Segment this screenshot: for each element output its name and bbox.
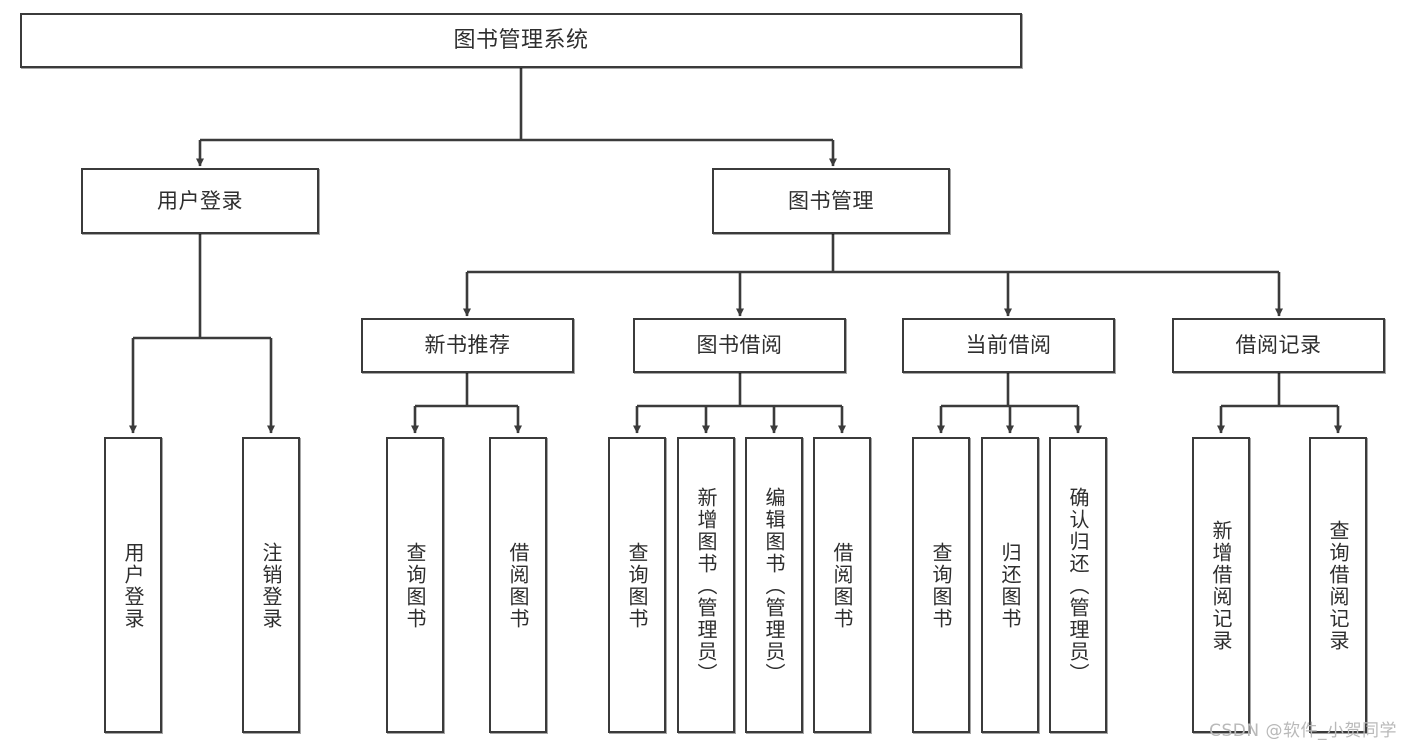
node-leaf-query-book-1[interactable]: 查询图书 [386, 437, 444, 733]
node-leaf-borrow-book-2-label: 借阅图书 [830, 542, 854, 630]
node-new-book-recommend-label: 新书推荐 [424, 333, 511, 358]
node-leaf-query-book-3-label: 查询图书 [929, 542, 953, 630]
node-leaf-edit-book-label: 编辑图书（管理员） [762, 487, 786, 685]
node-leaf-query-book-1-label: 查询图书 [403, 542, 427, 630]
node-leaf-logout-login-label: 注销登录 [259, 542, 283, 630]
node-user-login-label: 用户登录 [157, 188, 243, 213]
node-new-book-recommend[interactable]: 新书推荐 [361, 318, 574, 373]
node-current-borrow-label: 当前借阅 [965, 333, 1052, 358]
node-leaf-confirm-return[interactable]: 确认归还（管理员） [1049, 437, 1107, 733]
node-book-manage[interactable]: 图书管理 [712, 168, 950, 234]
node-leaf-return-book-label: 归还图书 [998, 542, 1022, 630]
node-root[interactable]: 图书管理系统 [20, 13, 1022, 68]
node-leaf-add-record-label: 新增借阅记录 [1209, 520, 1233, 652]
node-leaf-query-book-3[interactable]: 查询图书 [912, 437, 970, 733]
node-book-borrow-label: 图书借阅 [696, 333, 783, 358]
node-book-manage-label: 图书管理 [788, 188, 874, 213]
watermark-text: CSDN @软件_小贺同学 [1209, 721, 1397, 741]
node-book-borrow[interactable]: 图书借阅 [633, 318, 846, 373]
node-leaf-logout-login[interactable]: 注销登录 [242, 437, 300, 733]
node-leaf-borrow-book-1-label: 借阅图书 [506, 542, 530, 630]
node-borrow-record[interactable]: 借阅记录 [1172, 318, 1385, 373]
node-leaf-return-book[interactable]: 归还图书 [981, 437, 1039, 733]
node-leaf-query-record-label: 查询借阅记录 [1326, 520, 1350, 652]
node-leaf-user-login[interactable]: 用户登录 [104, 437, 162, 733]
node-leaf-add-book-label: 新增图书（管理员） [694, 487, 718, 685]
node-leaf-confirm-return-label: 确认归还（管理员） [1066, 487, 1090, 685]
node-leaf-add-record[interactable]: 新增借阅记录 [1192, 437, 1250, 733]
node-current-borrow[interactable]: 当前借阅 [902, 318, 1115, 373]
node-user-login[interactable]: 用户登录 [81, 168, 319, 234]
node-leaf-edit-book[interactable]: 编辑图书（管理员） [745, 437, 803, 733]
node-root-label: 图书管理系统 [453, 27, 589, 53]
node-leaf-borrow-book-1[interactable]: 借阅图书 [489, 437, 547, 733]
node-borrow-record-label: 借阅记录 [1235, 333, 1322, 358]
node-leaf-borrow-book-2[interactable]: 借阅图书 [813, 437, 871, 733]
node-leaf-query-record[interactable]: 查询借阅记录 [1309, 437, 1367, 733]
node-leaf-query-book-2-label: 查询图书 [625, 542, 649, 630]
node-leaf-user-login-label: 用户登录 [121, 542, 145, 630]
node-leaf-add-book[interactable]: 新增图书（管理员） [677, 437, 735, 733]
node-leaf-query-book-2[interactable]: 查询图书 [608, 437, 666, 733]
